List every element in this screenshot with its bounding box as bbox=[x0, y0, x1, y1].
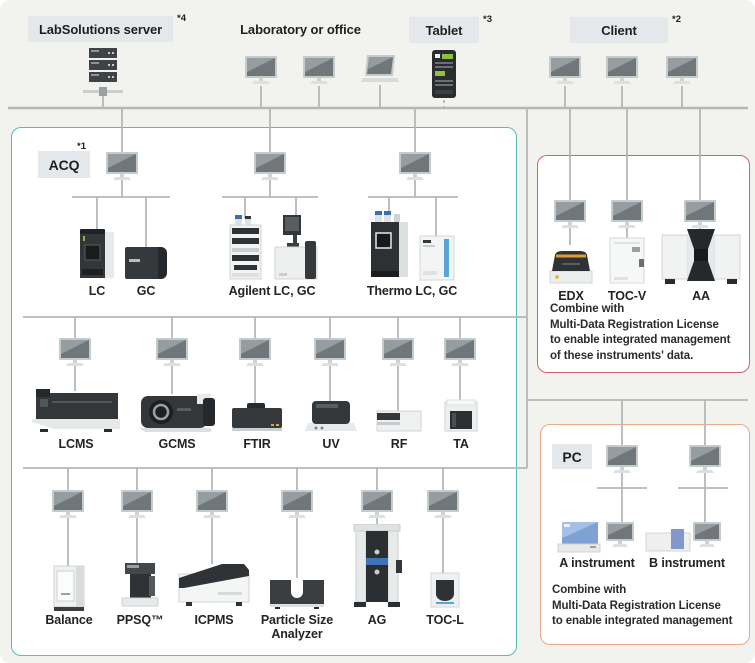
thermo-lc-icon bbox=[369, 211, 411, 281]
rf-icon bbox=[376, 409, 422, 433]
server-footnote: *4 bbox=[177, 13, 186, 24]
instrument-label: Balance bbox=[45, 613, 93, 627]
monitor-small-icon bbox=[692, 522, 722, 548]
instrument-label: LCMS bbox=[58, 437, 94, 451]
ppsq-icon bbox=[121, 562, 159, 608]
agilent-lc-icon bbox=[228, 215, 264, 281]
monitor-icon bbox=[280, 490, 314, 520]
instrument-label: TOC-V bbox=[607, 289, 647, 303]
monitor-icon bbox=[610, 200, 644, 230]
tablet-footnote: *3 bbox=[483, 14, 492, 25]
icpms-icon bbox=[178, 562, 250, 608]
pc-label: PC bbox=[552, 444, 592, 469]
instrument-label: B instrument bbox=[649, 556, 725, 570]
monitor-icon bbox=[426, 490, 460, 520]
edx-icon bbox=[548, 243, 594, 285]
balance-icon bbox=[53, 565, 85, 611]
instrument-label: GC bbox=[136, 284, 156, 298]
monitor-icon bbox=[548, 56, 582, 86]
instrument-label: A instrument bbox=[559, 556, 635, 570]
instrument-label: EDX bbox=[558, 289, 584, 303]
instrument-label: AG bbox=[367, 613, 387, 627]
tocv-icon bbox=[609, 237, 645, 285]
instrument-label: ICPMS bbox=[194, 613, 234, 627]
instrument-label: UV bbox=[322, 437, 340, 451]
monitor-icon bbox=[195, 490, 229, 520]
b-instr-icon bbox=[645, 528, 691, 554]
ftir-icon bbox=[231, 403, 283, 433]
monitor-icon bbox=[58, 338, 92, 368]
monitor-icon bbox=[553, 200, 587, 230]
tablet-label: Tablet bbox=[409, 17, 479, 43]
instrument-label: TOC-L bbox=[426, 613, 464, 627]
psa-icon bbox=[269, 576, 325, 610]
acq-footnote: *1 bbox=[77, 141, 86, 152]
monitor-icon bbox=[302, 56, 336, 86]
monitor-icon bbox=[381, 338, 415, 368]
monitor-icon bbox=[683, 200, 717, 230]
acq-group-box bbox=[11, 127, 517, 656]
instrument-label: AA bbox=[692, 289, 710, 303]
monitor-icon bbox=[244, 56, 278, 86]
instrument-label: TA bbox=[453, 437, 469, 451]
instrument-label: LC bbox=[88, 284, 106, 298]
labsolutions-server-label: LabSolutions server bbox=[28, 16, 173, 42]
monitor-icon bbox=[105, 152, 139, 182]
thermo-gc-icon bbox=[419, 235, 455, 281]
client-label: Client bbox=[570, 17, 668, 43]
tablet-icon bbox=[431, 50, 457, 98]
instrument-label: GCMS bbox=[158, 437, 196, 451]
laptop-icon bbox=[361, 55, 399, 85]
monitor-icon bbox=[253, 152, 287, 182]
instrument-label: PPSQ™ bbox=[116, 613, 164, 627]
monitor-icon bbox=[313, 338, 347, 368]
instrument-label: Agilent LC, GC bbox=[228, 284, 316, 298]
instrument-label: Thermo LC, GC bbox=[366, 284, 458, 298]
monitor-icon bbox=[605, 56, 639, 86]
monitor-icon bbox=[398, 152, 432, 182]
instrument-label: Particle Size Analyzer bbox=[260, 613, 334, 641]
ag-icon bbox=[352, 523, 402, 608]
monitor-icon bbox=[688, 445, 722, 475]
instrument-label: FTIR bbox=[243, 437, 271, 451]
monitor-small-icon bbox=[605, 522, 635, 548]
instrument-label: RF bbox=[390, 437, 408, 451]
acq-label: ACQ bbox=[38, 151, 90, 178]
monitor-icon bbox=[360, 490, 394, 520]
monitor-icon bbox=[51, 490, 85, 520]
lc-icon bbox=[79, 229, 115, 281]
client-footnote: *2 bbox=[672, 14, 681, 25]
a-instr-icon bbox=[556, 520, 602, 554]
monitor-icon bbox=[605, 445, 639, 475]
agilent-gc-icon bbox=[273, 215, 321, 281]
aa-icon bbox=[661, 227, 741, 285]
lcms-icon bbox=[30, 389, 122, 433]
gc-icon bbox=[125, 245, 167, 281]
monitor-icon bbox=[443, 338, 477, 368]
tocl-icon bbox=[430, 572, 460, 608]
uv-icon bbox=[304, 401, 358, 433]
monitor-icon bbox=[155, 338, 189, 368]
laboratory-or-office-label: Laboratory or office bbox=[240, 21, 361, 37]
monitor-icon bbox=[238, 338, 272, 368]
ta-icon bbox=[444, 399, 478, 433]
gcms-icon bbox=[137, 392, 217, 434]
server-icon bbox=[81, 46, 125, 98]
monitor-icon bbox=[120, 490, 154, 520]
monitor-icon bbox=[665, 56, 699, 86]
